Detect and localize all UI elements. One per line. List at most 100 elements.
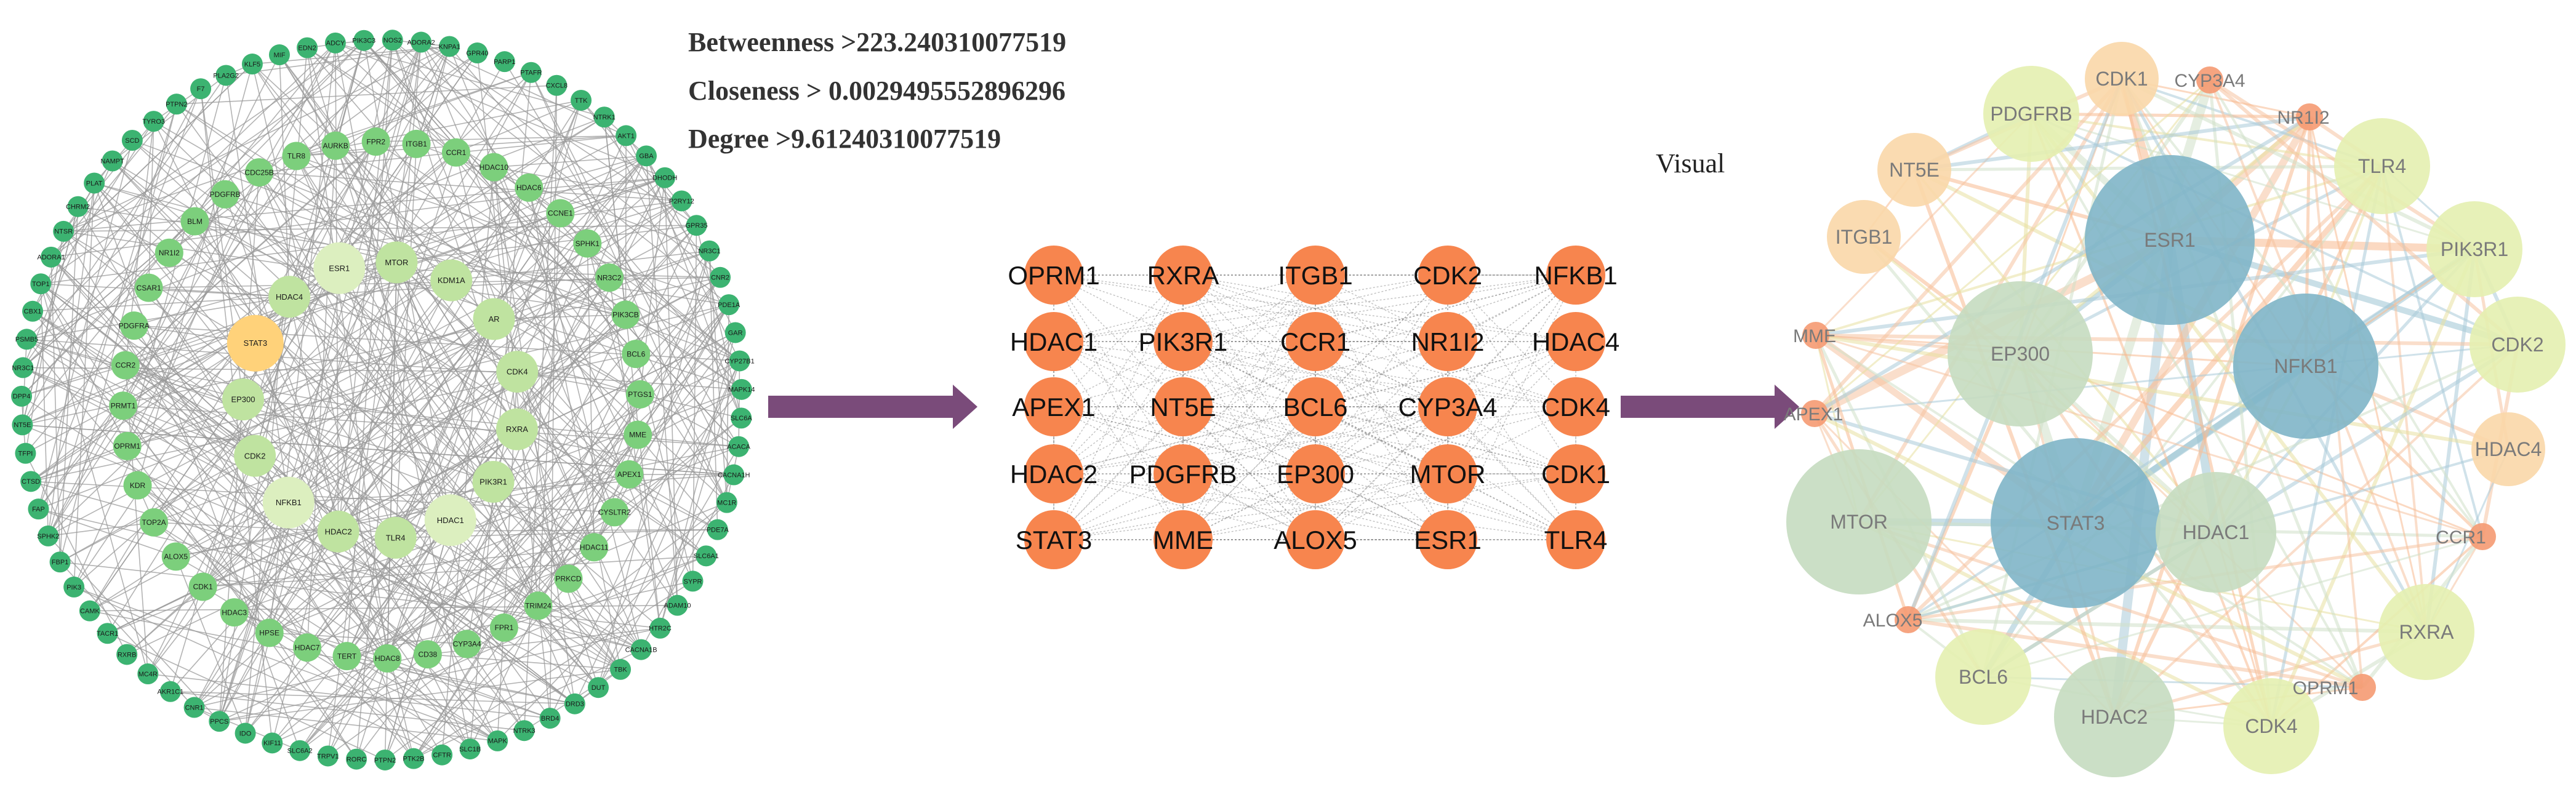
node-label: APEX1 — [617, 470, 641, 479]
node-label: MME — [629, 431, 646, 439]
node-label: TOP1 — [32, 281, 50, 288]
right-network-node: NFKB1 — [2233, 294, 2378, 439]
grid-node-label: ESR1 — [1414, 526, 1482, 554]
grid-node: CCR1 — [1280, 312, 1350, 371]
network-edge — [625, 135, 627, 315]
network-node: CCR1 — [441, 138, 470, 167]
node-label: TRPV1 — [317, 753, 339, 760]
network-node: FPR2 — [361, 127, 390, 156]
node-label: PIK3 — [66, 584, 81, 591]
right-network-node: MME — [1793, 322, 1836, 349]
network-edge — [137, 63, 253, 486]
node-circle — [564, 693, 585, 714]
grid-node-label: CDK2 — [1413, 261, 1482, 290]
node-circle — [227, 314, 284, 372]
node-circle — [520, 62, 542, 83]
network-node: EDN2 — [297, 37, 318, 58]
network-edge — [335, 42, 665, 178]
grid-node-label: MTOR — [1410, 460, 1486, 489]
network-edge — [346, 100, 582, 657]
network-edge — [47, 535, 220, 722]
network-node: KIF11 — [262, 732, 283, 754]
network-node: PPCS — [209, 711, 230, 732]
right-node-label: ESR1 — [2144, 229, 2196, 251]
right-node-circle — [1801, 400, 1828, 427]
right-node-label: PDGFRB — [1990, 103, 2072, 125]
network-edge — [296, 155, 729, 305]
network-node: KLF5 — [241, 54, 263, 75]
node-circle — [546, 74, 568, 96]
node-circle — [180, 207, 209, 236]
node-circle — [716, 492, 737, 513]
network-edge — [494, 200, 682, 320]
network-node: CYP27B1 — [724, 350, 755, 372]
right-network-node: MTOR — [1786, 449, 1932, 594]
network-edge — [137, 484, 428, 655]
node-circle — [321, 131, 350, 160]
node-circle — [38, 525, 59, 546]
node-circle — [524, 591, 553, 620]
grid-node-circle — [1024, 246, 1083, 305]
network-edge — [327, 100, 582, 756]
node-circle — [116, 644, 138, 665]
node-circle — [53, 220, 74, 242]
node-label: CSAR1 — [137, 284, 161, 292]
network-edge — [175, 474, 630, 558]
node-circle — [268, 44, 290, 66]
grid-node: CYP3A4 — [1398, 377, 1498, 436]
grid-edge — [1182, 274, 1448, 342]
network-edge — [516, 243, 588, 430]
right-node-circle — [2085, 155, 2255, 325]
grid-edge — [1182, 341, 1576, 407]
right-node-label: APEX1 — [1784, 404, 1844, 425]
network-edge — [307, 511, 615, 648]
grid-edge — [1053, 274, 1184, 540]
network-edge — [38, 405, 124, 510]
grid-edge — [1053, 274, 1184, 407]
network-edge — [396, 262, 707, 556]
network-edge — [176, 84, 557, 105]
node-label: MAPK — [488, 738, 508, 745]
network-node: TFPI — [15, 442, 36, 464]
network-edge — [269, 389, 742, 634]
network-edge — [32, 121, 154, 312]
network-edge — [73, 586, 498, 742]
node-circle — [313, 242, 366, 294]
node-circle — [209, 711, 230, 732]
node-circle — [624, 420, 652, 449]
node-circle — [134, 273, 163, 302]
grid-node: NT5E — [1150, 377, 1216, 436]
grid-edge — [1053, 406, 1576, 474]
network-node: PTAFR — [520, 62, 542, 83]
right-edge — [1983, 535, 2483, 678]
network-node: CAMK — [79, 600, 100, 622]
node-label: NFKB1 — [276, 498, 302, 507]
node-circle — [459, 738, 481, 760]
network-node: CNR2 — [710, 266, 731, 288]
grid-node-circle — [1418, 444, 1477, 503]
network-edge — [356, 277, 721, 760]
network-node: SLC6A2 — [287, 740, 313, 761]
network-edge — [268, 213, 561, 633]
right-network-node: TLR4 — [2334, 118, 2430, 214]
network-node: DRD3 — [564, 693, 585, 714]
grid-node-label: NR1I2 — [1411, 327, 1484, 356]
network-node: PRKCD — [554, 564, 583, 593]
grid-edge — [1053, 274, 1316, 474]
node-circle — [635, 145, 657, 167]
node-circle — [473, 298, 515, 340]
node-circle — [63, 576, 85, 598]
network-edge — [375, 46, 450, 142]
grid-node: PIK3R1 — [1139, 312, 1227, 371]
network-edge — [30, 116, 605, 482]
right-network-node: ITGB1 — [1827, 200, 1901, 274]
node-label: ITGB1 — [406, 140, 427, 148]
grid-edge — [1053, 406, 1448, 474]
network-edge — [48, 522, 154, 537]
right-node-circle — [2469, 523, 2496, 550]
right-network-node: PDGFRB — [1983, 66, 2079, 162]
node-label: CACNA1B — [625, 646, 657, 654]
network-node: FBP1 — [49, 551, 71, 573]
network-node: SCD — [121, 129, 143, 151]
